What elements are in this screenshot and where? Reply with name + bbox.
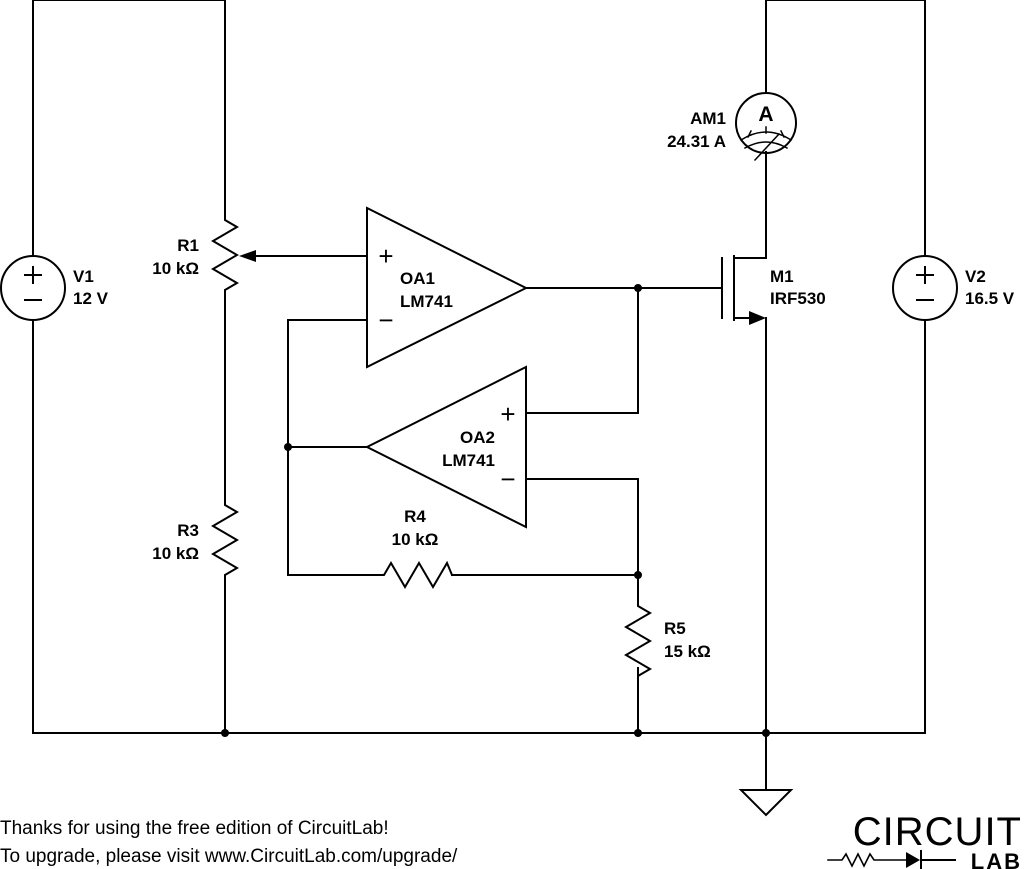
- resistor-r4: R4 10 kΩ: [377, 507, 454, 589]
- m1-source-arrow: [749, 311, 766, 325]
- oa1-value-label: LM741: [400, 292, 453, 311]
- am1-tick: [779, 129, 786, 139]
- am1-needle: [753, 132, 781, 162]
- junction-dot: [634, 729, 642, 737]
- oa1-minus-sign: −: [378, 305, 393, 335]
- v2-value-label: 16.5 V: [965, 289, 1015, 308]
- opamp-oa1: + − OA1 LM741: [366, 206, 529, 369]
- voltage-source-v1: V1 12 V: [0, 255, 109, 321]
- junction-dot: [634, 571, 642, 579]
- r5-zigzag: [624, 599, 652, 678]
- oa1-triangle: [366, 206, 529, 369]
- wire-right-top: [765, 0, 926, 257]
- v1-circle: [0, 255, 66, 321]
- voltage-source-v2: V2 16.5 V: [892, 255, 1015, 321]
- r4-name-label: R4: [404, 507, 426, 526]
- v2-name-label: V2: [965, 267, 986, 286]
- logo-resistor-glyph: [827, 852, 907, 868]
- am1-tick: [746, 129, 753, 139]
- wire-r4-r5: [451, 574, 639, 601]
- m1-value-label: IRF530: [770, 289, 826, 308]
- mosfet-m1: M1 IRF530: [721, 255, 826, 325]
- r4-zigzag: [377, 560, 454, 589]
- am1-value-label: 24.31 A: [667, 132, 726, 151]
- wires: [32, 0, 926, 791]
- ammeter-am1: A AM1 24.31 A: [667, 92, 797, 162]
- oa1-plus-sign: +: [378, 241, 393, 271]
- r1-wiper-arrow: [239, 250, 256, 262]
- am1-circle: [735, 92, 797, 154]
- junction-dot: [221, 729, 229, 737]
- v1-name-label: V1: [73, 267, 94, 286]
- v2-circle: [892, 255, 958, 321]
- junctions: [221, 284, 770, 737]
- oa2-value-label: LM741: [442, 451, 495, 470]
- r3-value-label: 10 kΩ: [152, 544, 199, 563]
- wire-left-top: [32, 0, 226, 257]
- wire-oa2-minus: [525, 478, 639, 576]
- oa2-minus-sign: −: [500, 464, 515, 494]
- potentiometer-r1: R1 10 kΩ: [152, 214, 256, 298]
- r3-zigzag: [211, 497, 239, 581]
- junction-dot: [634, 284, 642, 292]
- m1-name-label: M1: [770, 267, 794, 286]
- oa1-name-label: OA1: [400, 269, 435, 288]
- am1-symbol: A: [758, 103, 773, 126]
- logo-diode-glyph: [906, 852, 920, 868]
- logo-lab-text: LAB: [971, 849, 1022, 869]
- resistor-r3: R3 10 kΩ: [152, 497, 239, 581]
- ground-symbol: [738, 789, 794, 817]
- footer-thanks-text: Thanks for using the free edition of Cir…: [0, 818, 389, 839]
- r1-zigzag: [211, 214, 239, 298]
- junction-dot: [284, 443, 292, 451]
- circuitlab-logo: CIRCUIT LAB: [827, 810, 1022, 869]
- opamp-oa2: + − OA2 LM741: [364, 365, 527, 529]
- oa2-triangle: [364, 365, 527, 529]
- wire-gate-oa2-plus: [525, 287, 639, 414]
- oa2-plus-sign: +: [500, 399, 515, 429]
- v1-value-label: 12 V: [73, 289, 109, 308]
- r5-name-label: R5: [664, 619, 686, 638]
- r4-value-label: 10 kΩ: [392, 530, 439, 549]
- junction-dot: [762, 729, 770, 737]
- oa2-name-label: OA2: [460, 428, 495, 447]
- r1-name-label: R1: [177, 236, 199, 255]
- am1-name-label: AM1: [690, 109, 726, 128]
- r5-value-label: 15 kΩ: [664, 642, 711, 661]
- footer-upgrade-text: To upgrade, please visit www.CircuitLab.…: [0, 846, 458, 867]
- am1-scale-arc-inner: [743, 141, 789, 150]
- r1-value-label: 10 kΩ: [152, 259, 199, 278]
- resistor-r5: R5 15 kΩ: [624, 599, 711, 678]
- logo-circuit-text: CIRCUIT: [853, 810, 1022, 854]
- r3-name-label: R3: [177, 521, 199, 540]
